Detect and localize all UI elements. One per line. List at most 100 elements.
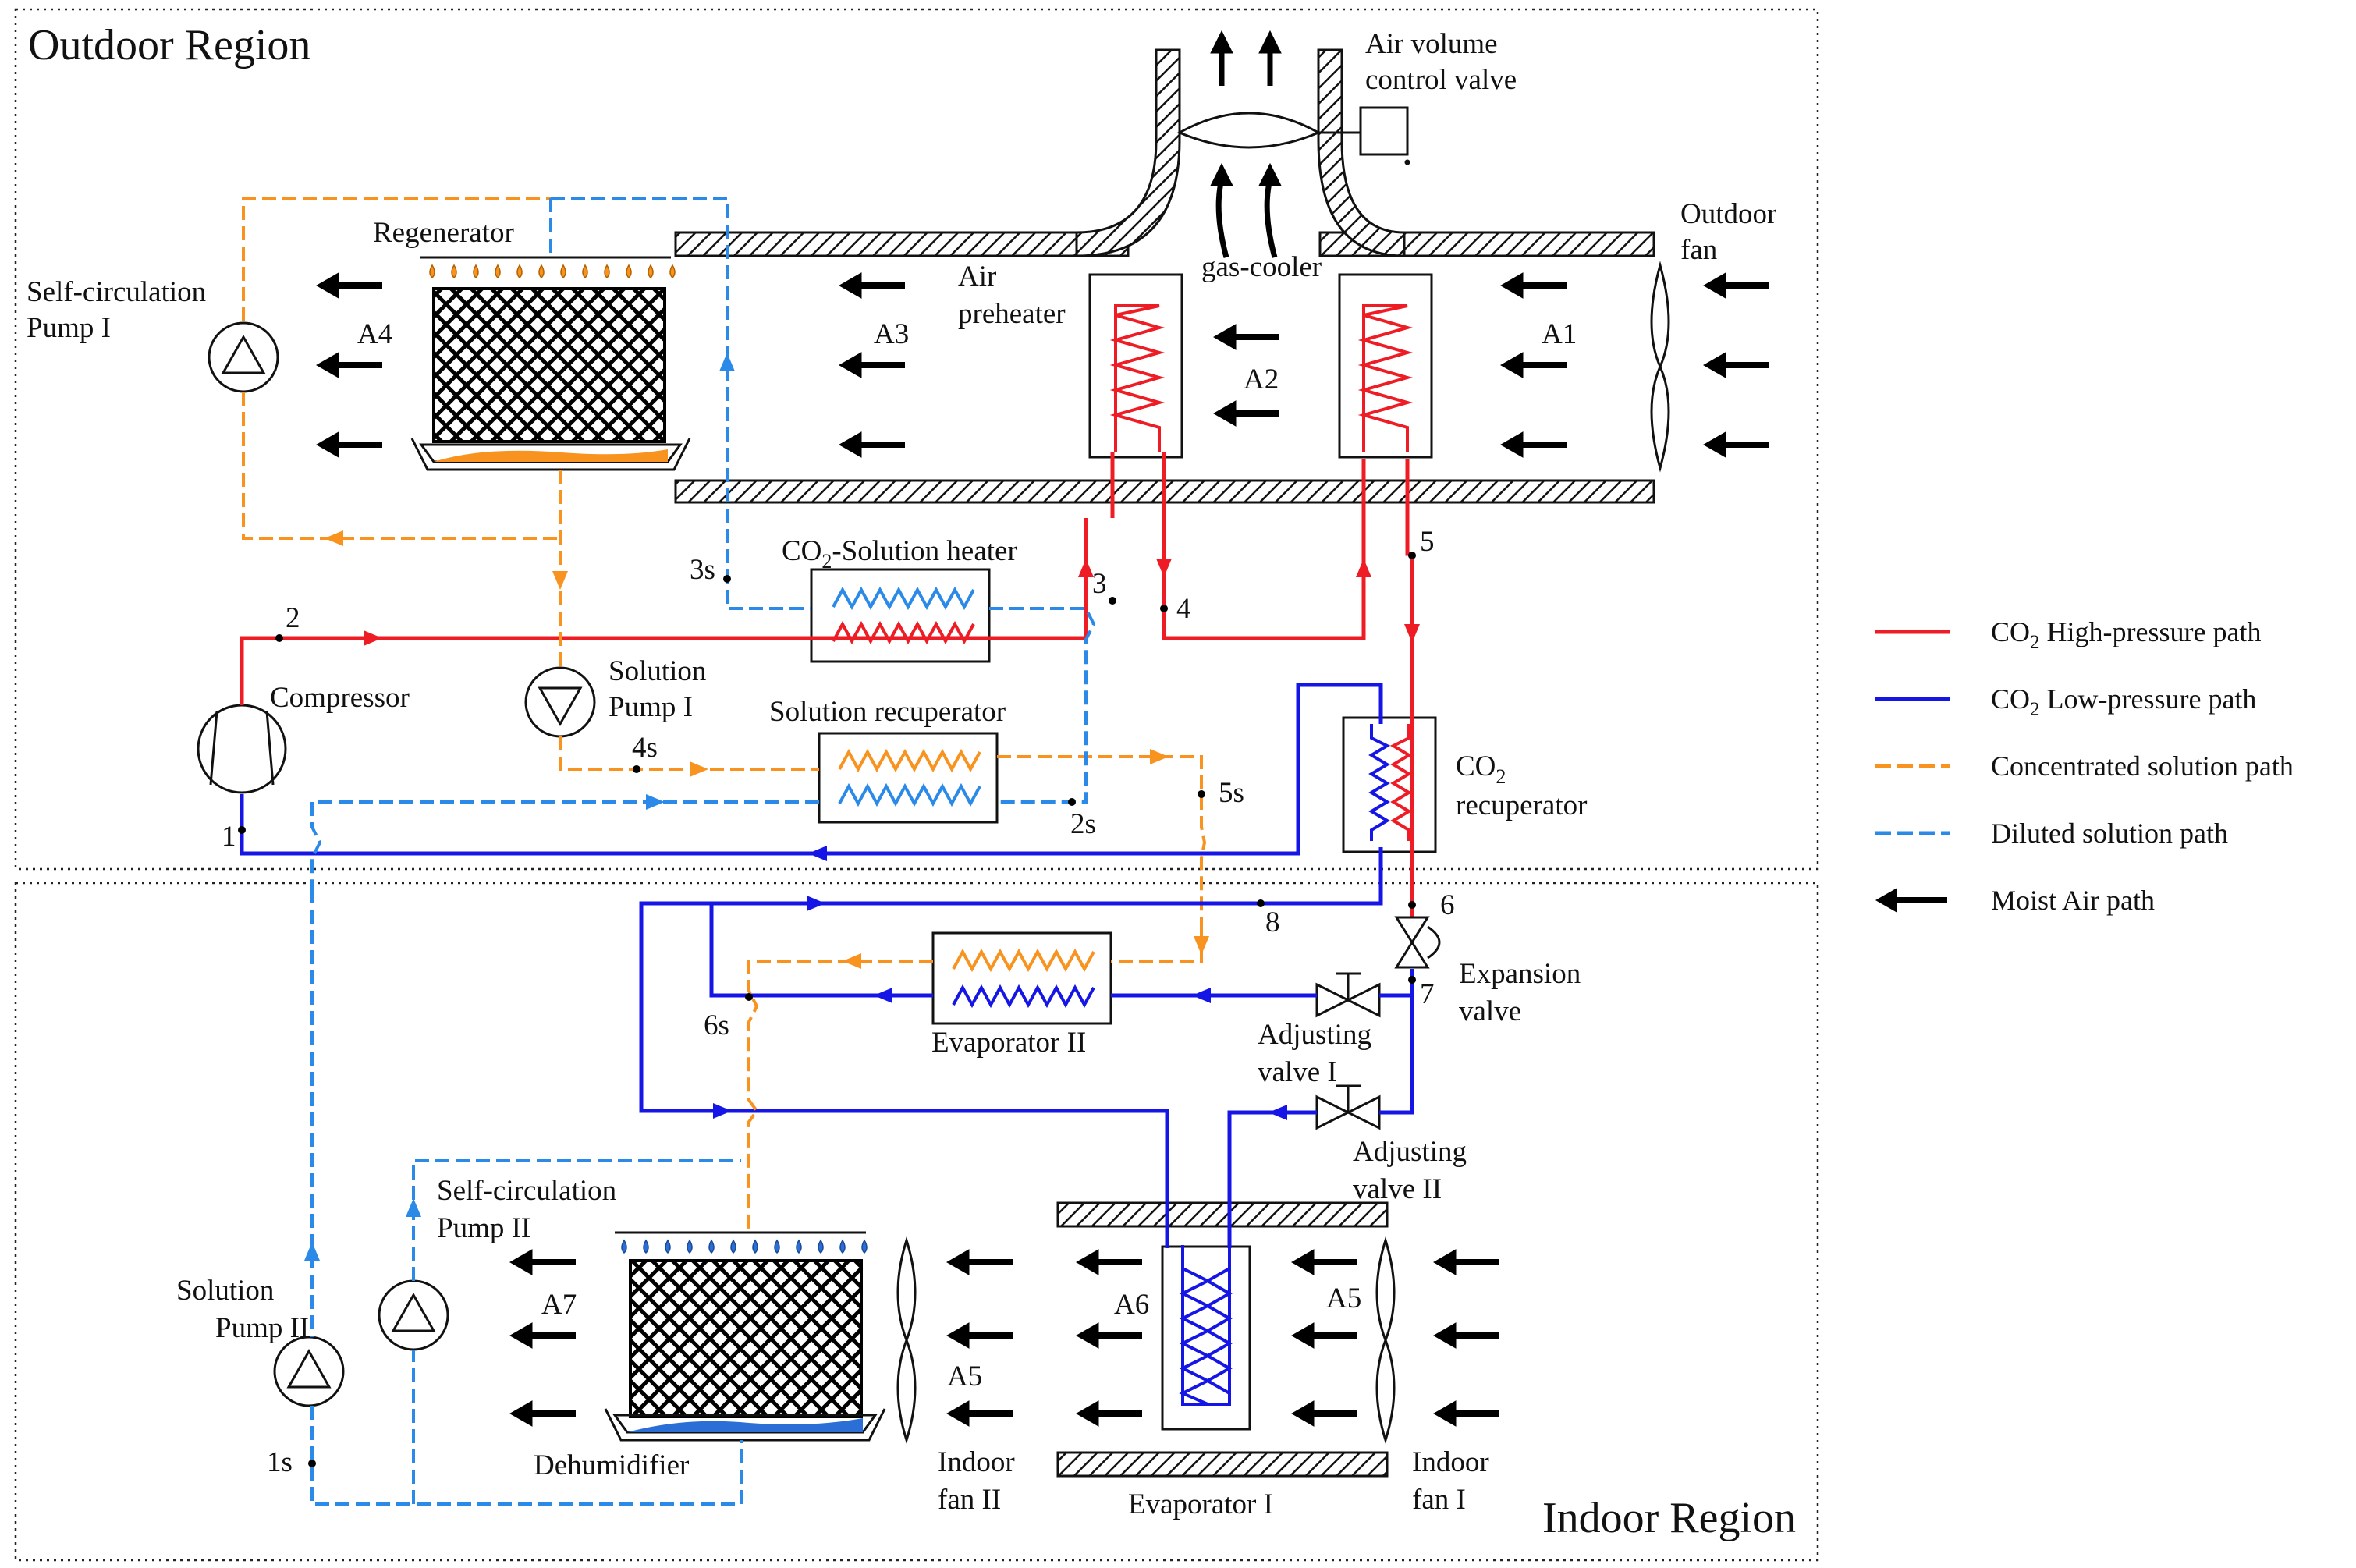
outdoor-fan-label-2: fan (1680, 234, 1717, 266)
expansion-valve-label-1: Expansion (1459, 958, 1581, 990)
adjusting-valve-2 (1315, 1084, 1381, 1130)
state-4s: 4s (632, 732, 658, 764)
expansion-valve-label-2: valve (1459, 995, 1521, 1027)
solution-pump-2-label-1: Solution (176, 1275, 274, 1307)
co2-solution-heater-label: CO2-Solution heater (782, 535, 1017, 573)
air-state-a7: A7 (541, 1289, 577, 1321)
compressor-label: Compressor (270, 682, 410, 714)
low-pressure-pipes-outdoor (240, 683, 1383, 856)
air-arrow-left-icon (1432, 1249, 1499, 1275)
air-arrow-left-icon (1702, 352, 1769, 378)
dehumidifier-label: Dehumidifier (534, 1449, 689, 1481)
state-1: 1 (222, 821, 236, 853)
gas-cooler-label: gas-cooler (1201, 251, 1322, 283)
air-arrow-left-icon (1212, 400, 1279, 427)
indoor-region-label: Indoor Region (1542, 1494, 1796, 1542)
air-arrow-left-icon (1432, 1400, 1499, 1427)
legend-air-arrow-head-icon (1875, 888, 1897, 913)
air-volume-valve-label-2: control valve (1365, 64, 1517, 96)
co2-recuperator (1342, 716, 1437, 853)
solution-pump-2-label-2: Pump II (215, 1312, 309, 1344)
air-state-a2: A2 (1244, 364, 1279, 396)
legend-item: CO2 High-pressure path (1875, 616, 2261, 653)
air-arrow-left-icon (946, 1400, 1013, 1427)
low-pressure-arrow-outdoor (808, 846, 827, 861)
diluted-arrows-indoor (304, 1198, 421, 1261)
air-arrow-left-icon (1702, 272, 1769, 299)
air-arrow-left-icon (1499, 431, 1567, 458)
air-arrow-left-icon (946, 1322, 1013, 1349)
indoor-duct (1056, 1201, 1389, 1478)
legend-label: Diluted solution path (1991, 818, 2228, 849)
legend-item: Moist Air path (1875, 885, 2155, 916)
self-circulation-pump-2 (378, 1279, 449, 1351)
indoor-fan-1-label-2: fan I (1412, 1484, 1466, 1516)
state-1s: 1s (267, 1446, 293, 1478)
air-volume-valve-label-1: Air volume (1365, 28, 1498, 60)
air-arrow-left-icon (1212, 324, 1279, 350)
adjusting-valve-2-label-1: Adjusting (1353, 1136, 1467, 1168)
high-pressure-arrows (364, 559, 1420, 646)
self-pump-1-label-2: Pump I (27, 312, 111, 344)
solution-pump-1-label-1: Solution (609, 655, 706, 687)
air-arrow-left-icon (509, 1322, 576, 1349)
air-arrow-left-icon (838, 431, 905, 458)
air-arrow-left-icon (1290, 1249, 1357, 1275)
state-5s: 5s (1219, 777, 1244, 809)
indoor-fan-1-icon (1375, 1236, 1396, 1445)
air-arrow-left-icon (1075, 1249, 1142, 1275)
solution-pump-2 (273, 1336, 345, 1407)
regenerator-label: Regenerator (373, 217, 514, 249)
air-state-a3: A3 (874, 318, 909, 350)
state-4: 4 (1176, 593, 1191, 625)
air-arrow-curved-icon (1215, 179, 1229, 258)
state-3s: 3s (690, 554, 715, 586)
air-state-a4: A4 (357, 318, 392, 350)
indoor-fan-2-icon (896, 1236, 917, 1445)
solution-pump-1 (524, 666, 596, 738)
state-2: 2 (286, 602, 300, 634)
outdoor-fan-icon (1650, 261, 1670, 473)
state-7: 7 (1420, 978, 1435, 1010)
expansion-valve (1394, 916, 1441, 969)
solution-recuperator (818, 732, 999, 824)
self-pump-2-label-2: Pump II (437, 1212, 530, 1244)
air-state-a5-right: A5 (1326, 1282, 1361, 1314)
self-circulation-pump-1 (208, 321, 279, 393)
low-pressure-pipes-indoor (639, 847, 1414, 1248)
air-arrow-left-icon (1432, 1322, 1499, 1349)
air-arrow-left-icon (315, 272, 382, 299)
solution-pump-1-label-2: Pump I (609, 691, 693, 723)
state-8: 8 (1265, 906, 1280, 938)
dehumidifier (604, 1231, 886, 1442)
air-state-a6: A6 (1114, 1289, 1149, 1321)
air-state-a1: A1 (1542, 318, 1577, 350)
air-preheater-label-1: Air (958, 261, 996, 293)
air-arrow-left-icon (838, 272, 905, 299)
air-arrow-up-icon (1210, 30, 1233, 86)
indoor-fan-1-label-1: Indoor (1412, 1446, 1489, 1478)
legend-item: CO2 Low-pressure path (1875, 683, 2256, 720)
self-pump-1-label-1: Self-circulation (27, 276, 206, 308)
legend-label: CO2 Low-pressure path (1991, 683, 2256, 720)
outdoor-fan-label-1: Outdoor (1680, 198, 1776, 230)
low-pressure-arrows-indoor (713, 896, 1287, 1120)
air-arrow-left-icon (509, 1249, 576, 1275)
gas-cooler (1338, 273, 1433, 459)
air-state-a5-left: A5 (947, 1360, 982, 1392)
air-arrow-curved-head-icon (1258, 162, 1282, 186)
concentrated-arrows-outdoor (325, 530, 1169, 777)
indoor-fan-2-label-1: Indoor (938, 1446, 1015, 1478)
state-6: 6 (1440, 889, 1455, 921)
evaporator-2-label: Evaporator II (931, 1027, 1086, 1059)
co2-recuperator-label-2: recuperator (1456, 789, 1587, 821)
adjusting-valve-1 (1315, 972, 1381, 1018)
regenerator (410, 256, 691, 471)
adjusting-valve-1-label-2: valve I (1258, 1056, 1337, 1088)
indoor-fan-2-label-2: fan II (938, 1484, 1001, 1516)
outdoor-region-label: Outdoor Region (28, 21, 310, 69)
evaporator-2 (931, 931, 1112, 1025)
air-arrow-left-icon (1075, 1322, 1142, 1349)
